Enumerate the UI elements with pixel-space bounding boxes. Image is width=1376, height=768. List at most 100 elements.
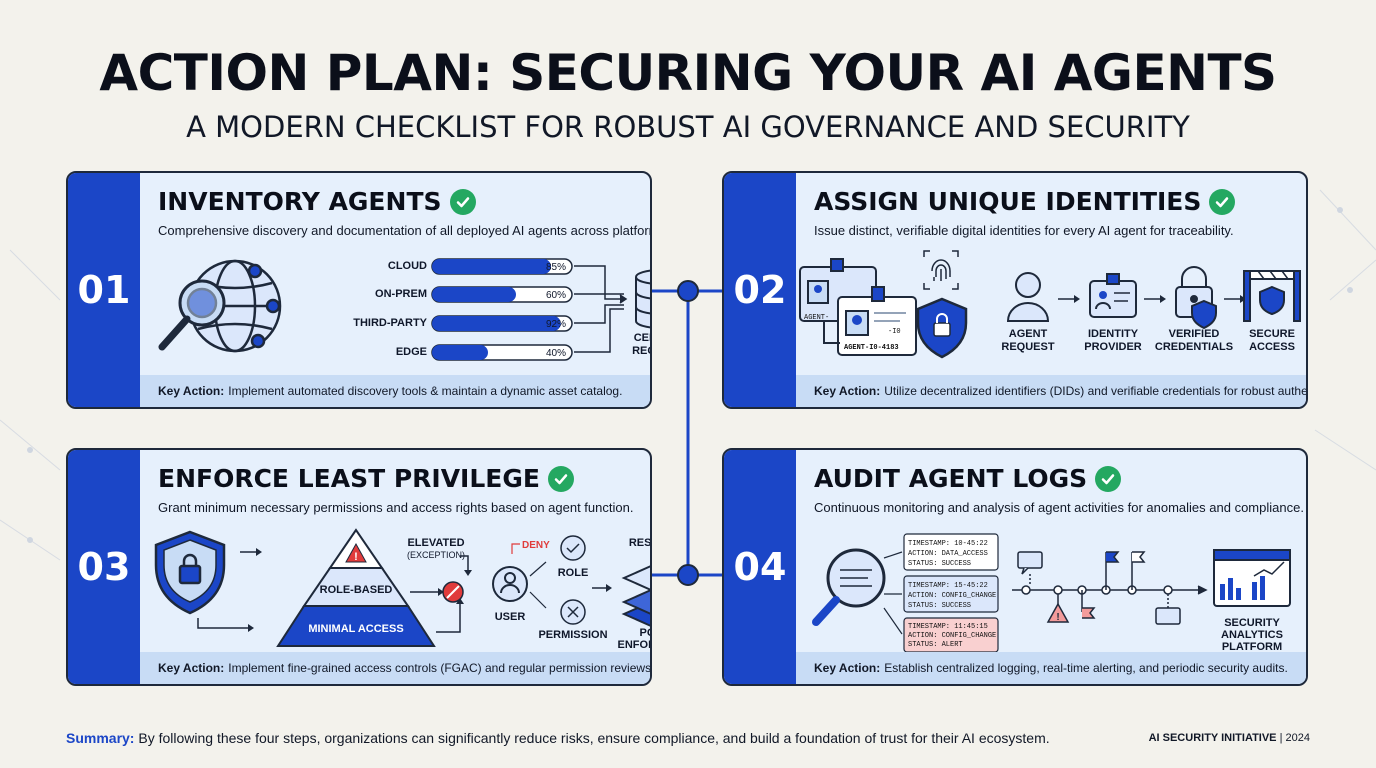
verified-lock-icon	[1175, 266, 1217, 330]
least-privilege-illustration: ! ROLE-BASED MINIMAL ACCESS ELEVATED (EX…	[154, 528, 652, 651]
key-action-bar: Key Action:Establish centralized logging…	[796, 652, 1306, 684]
step-description: Grant minimum necessary permissions and …	[158, 500, 634, 515]
step-card-inventory: 01 INVENTORY AGENTS Comprehensive discov…	[66, 171, 652, 409]
bar-label: ON-PREM	[375, 288, 427, 300]
flow-label: ACCESS	[1249, 341, 1295, 353]
role-label: ROLE	[558, 567, 589, 579]
database-icon	[635, 269, 650, 329]
check-icon	[449, 188, 476, 215]
role-check-icon	[560, 535, 586, 561]
log-line: TIMESTAMP: 15-45:22	[908, 582, 988, 590]
bar-value: 40%	[546, 348, 566, 359]
step-card-identities: 02 ASSIGN UNIQUE IDENTITIES Issue distin…	[722, 171, 1308, 409]
registry-label: REGISTRY	[632, 345, 652, 357]
flow-label: CREDENTIALS	[1155, 341, 1233, 353]
key-action-bar: Key Action:Implement automated discovery…	[140, 375, 650, 407]
flow-label: AGENT	[1009, 328, 1048, 340]
exception-label: (EXCEPTION)	[407, 550, 465, 560]
privilege-pyramid: !	[276, 528, 436, 647]
flow-label: PROVIDER	[1084, 341, 1142, 353]
step-card-least-privilege: 03 ENFORCE LEAST PRIVILEGE Grant minimum…	[66, 448, 652, 686]
pyramid-label-role-based: ROLE-BASED	[320, 584, 393, 596]
log-line: STATUS: ALERT	[908, 641, 963, 649]
log-entry-alert: TIMESTAMP: 11:45:15 ACTION: CONFIG_CHANG…	[903, 617, 999, 653]
badge-id-label: AGENT-I0-4183	[844, 344, 899, 352]
connector-lines	[652, 289, 724, 577]
bar-label: THIRD-PARTY	[353, 317, 427, 329]
policy-layers-icon	[621, 565, 650, 627]
brand-name: AI SECURITY INITIATIVE	[1148, 732, 1277, 744]
fingerprint-icon	[923, 250, 959, 290]
step-title: ASSIGN UNIQUE IDENTITIES	[814, 187, 1202, 216]
log-entry: TIMESTAMP: 15-45:22 ACTION: CONFIG_CHANG…	[903, 575, 999, 613]
log-line: ACTION: CONFIG_CHANGE	[908, 632, 996, 640]
id-badge-icon: AGENT- -I0 AGENT-I0-4183	[799, 258, 917, 356]
identity-provider-icon	[1089, 273, 1137, 318]
resource-label: RESOURCE	[629, 537, 652, 549]
registry-label: CENTRAL	[634, 332, 652, 344]
bar-fill	[432, 287, 516, 302]
svg-text:!: !	[1056, 612, 1059, 623]
key-action-label: Key Action:	[158, 661, 225, 675]
analytics-dashboard-icon	[1213, 549, 1291, 607]
bar-fill	[432, 316, 561, 331]
bar-row: EDGE 40%	[396, 344, 573, 361]
platform-label: SECURITY	[1224, 617, 1280, 629]
bar-value: 92%	[546, 319, 566, 330]
event-timeline	[1012, 551, 1208, 625]
check-icon	[1209, 188, 1236, 215]
connector-node-top	[677, 280, 699, 302]
identity-illustration: AGENT- -I0 AGENT-I0-4183	[799, 250, 1301, 359]
bar-fill	[432, 259, 551, 274]
deny-icon	[442, 581, 464, 603]
agent-request-icon	[1006, 272, 1050, 322]
user-label: USER	[495, 611, 526, 623]
bar-row: ON-PREM 60%	[375, 286, 573, 303]
log-line: STATUS: SUCCESS	[908, 602, 971, 610]
key-action-label: Key Action:	[158, 384, 225, 398]
flow-label: VERIFIED	[1169, 328, 1220, 340]
platform-label: ANALYTICS	[1221, 629, 1283, 641]
secure-gate-icon	[1243, 270, 1301, 322]
summary-text: By following these four steps, organizat…	[138, 730, 1050, 746]
connector-node-bottom	[677, 564, 699, 586]
key-action-text: Implement automated discovery tools & ma…	[228, 384, 623, 398]
policy-label: POLICY	[640, 627, 652, 639]
key-action-bar: Key Action:Utilize decentralized identif…	[796, 375, 1306, 407]
step-card-audit-logs: 04 AUDIT AGENT LOGS Continuous monitorin…	[722, 448, 1308, 686]
flow-label: REQUEST	[1001, 341, 1054, 353]
permission-label: PERMISSION	[538, 629, 607, 641]
key-action-text: Implement fine-grained access controls (…	[228, 661, 652, 675]
bar-value: 60%	[546, 290, 566, 301]
check-icon	[1095, 465, 1122, 492]
summary-footer: Summary: By following these four steps, …	[66, 730, 1050, 746]
step-title: INVENTORY AGENTS	[158, 187, 442, 216]
step-number: 01	[68, 173, 140, 407]
bar-label: CLOUD	[388, 260, 427, 272]
magnifier-log-icon	[812, 548, 886, 626]
summary-label: Summary:	[66, 730, 135, 746]
shield-lock-icon	[154, 530, 226, 615]
flow-label: IDENTITY	[1088, 328, 1139, 340]
step-title: ENFORCE LEAST PRIVILEGE	[158, 464, 540, 493]
step-description: Comprehensive discovery and documentatio…	[158, 223, 652, 238]
page-subtitle: A MODERN CHECKLIST FOR ROBUST AI GOVERNA…	[186, 110, 1190, 144]
bar-fill	[432, 345, 488, 360]
step-number: 04	[724, 450, 796, 684]
key-action-label: Key Action:	[814, 661, 881, 675]
log-line: ACTION: CONFIG_CHANGE	[908, 592, 996, 600]
distribution-bars: CLOUD 85% ON-PREM 60% THIRD-PARTY 92% ED…	[353, 258, 573, 361]
log-entry: TIMESTAMP: 10-45:22 ACTION: DATA_ACCESS …	[903, 533, 999, 571]
step-title: AUDIT AGENT LOGS	[814, 464, 1088, 493]
log-line: STATUS: SUCCESS	[908, 560, 971, 568]
bar-label: EDGE	[396, 346, 427, 358]
user-icon	[492, 566, 528, 602]
audit-illustration: TIMESTAMP: 10-45:22 ACTION: DATA_ACCESS …	[812, 533, 1291, 653]
brand-year: 2024	[1285, 732, 1310, 744]
pyramid-label-minimal: MINIMAL ACCESS	[308, 623, 403, 635]
log-line: TIMESTAMP: 11:45:15	[908, 623, 988, 631]
brand-footer: AI SECURITY INITIATIVE | 2024	[1148, 732, 1310, 744]
bar-value: 85%	[546, 262, 566, 273]
flow-label: SECURE	[1249, 328, 1295, 340]
shield-lock-icon	[916, 297, 968, 359]
